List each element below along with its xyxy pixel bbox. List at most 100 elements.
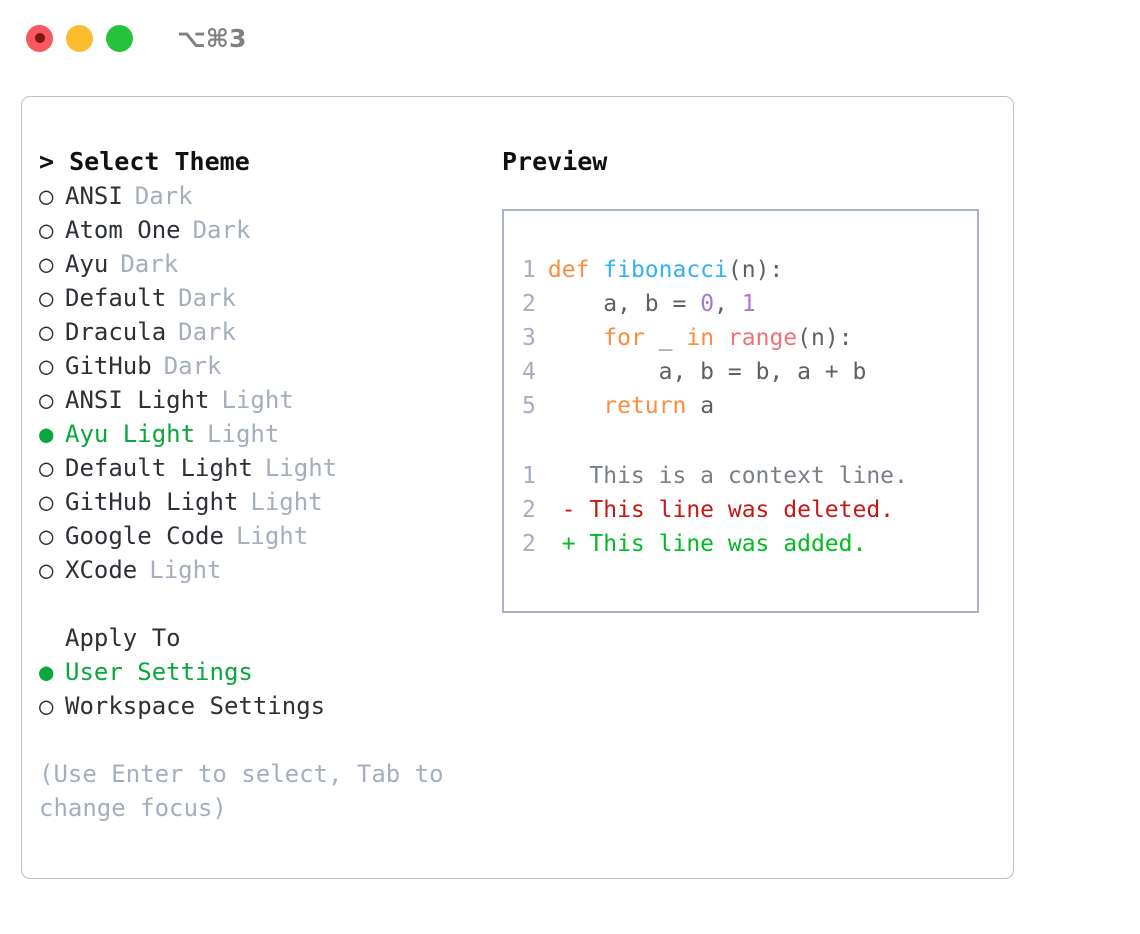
spacer xyxy=(534,393,548,419)
diff-sample: 1 This is a context line. 2 - This line w… xyxy=(504,459,977,561)
theme-option-ansi[interactable]: ○ ANSI Dark xyxy=(39,179,484,213)
preview-heading: Preview xyxy=(502,147,608,176)
theme-option-variant: Light xyxy=(149,556,222,584)
code-token-var: a xyxy=(686,393,715,419)
theme-option-default[interactable]: ○ Default Dark xyxy=(39,281,484,315)
code-line: 4 a, b = b, a + b xyxy=(504,355,977,389)
code-token-var: a, b = xyxy=(547,291,701,317)
apply-to-heading: Apply To xyxy=(65,624,181,652)
diff-line-add: 2 + This line was added. xyxy=(504,527,977,561)
diff-line-number: 2 xyxy=(522,497,536,523)
code-token-punct: (n): xyxy=(797,325,853,351)
apply-to-option-user-settings[interactable]: ● User Settings xyxy=(39,655,484,689)
theme-option-variant: Light xyxy=(207,420,280,448)
minimize-button-icon[interactable] xyxy=(66,24,93,52)
theme-option-name: XCode xyxy=(65,556,138,584)
theme-option-variant: Light xyxy=(250,488,323,516)
code-token-fn: fibonacci xyxy=(603,257,728,283)
code-line: 5 return a xyxy=(504,389,977,423)
diff-line-number: 2 xyxy=(522,531,536,557)
theme-option-github[interactable]: ○ GitHub Dark xyxy=(39,349,484,383)
diff-line-number: 1 xyxy=(522,463,536,489)
radio-selected-icon: ● xyxy=(39,658,54,686)
maximize-button-icon[interactable] xyxy=(106,24,133,52)
close-button-icon[interactable] xyxy=(26,24,53,52)
spacer xyxy=(534,257,548,283)
code-line: 1 def fibonacci(n): xyxy=(504,253,977,287)
diff-line-context: 1 This is a context line. xyxy=(504,459,977,493)
code-token-var: _ xyxy=(644,325,687,351)
code-token-var xyxy=(548,325,603,351)
code-token-var xyxy=(714,325,728,351)
preview-spacer xyxy=(504,423,977,459)
radio-unselected-icon: ○ xyxy=(39,692,54,720)
title-bar: ⌥⌘3 xyxy=(0,0,1140,76)
code-line: 2 a, b = 0, 1 xyxy=(504,287,977,321)
theme-option-variant: Light xyxy=(221,386,294,414)
code-line-number: 2 xyxy=(522,291,536,317)
theme-option-name: GitHub xyxy=(65,352,152,380)
spacer xyxy=(534,325,548,351)
code-token-num: 0 xyxy=(700,291,715,317)
theme-option-variant: Dark xyxy=(134,182,193,210)
preview-column: Preview 1 def fibonacci(n):2 a, b = 0, 1… xyxy=(484,145,1013,878)
code-token-punct: (n): xyxy=(727,257,784,283)
select-theme-label: Select Theme xyxy=(69,147,250,176)
diff-line-content: This is a context line. xyxy=(534,463,908,489)
radio-unselected-icon: ○ xyxy=(39,318,54,346)
theme-option-variant: Dark xyxy=(120,250,179,278)
radio-unselected-icon: ○ xyxy=(39,216,54,244)
radio-unselected-icon: ○ xyxy=(39,386,54,414)
code-token-kw: return xyxy=(603,393,687,419)
diff-line-content: - This line was deleted. xyxy=(534,497,895,523)
theme-option-name: ANSI xyxy=(65,182,123,210)
radio-unselected-icon: ○ xyxy=(39,250,54,278)
theme-option-name: Ayu Light xyxy=(65,420,196,448)
apply-to-option-workspace-settings[interactable]: ○Workspace Settings xyxy=(39,689,484,723)
spacer xyxy=(534,359,548,385)
code-token-kw: in xyxy=(686,325,715,351)
theme-option-name: Ayu xyxy=(65,250,109,278)
radio-unselected-icon: ○ xyxy=(39,182,54,210)
code-line-number: 3 xyxy=(522,325,536,351)
theme-option-name: Default Light xyxy=(65,454,253,482)
diff-line-content: + This line was added. xyxy=(534,531,867,557)
code-token-builtin: range xyxy=(727,325,798,351)
code-line-number: 5 xyxy=(522,393,536,419)
theme-option-variant: Dark xyxy=(178,284,236,312)
code-token-kw: def xyxy=(547,257,604,283)
apply-to-option-label: User Settings xyxy=(65,658,253,686)
code-line: 3 for _ in range(n): xyxy=(504,321,977,355)
theme-option-name: Default xyxy=(65,284,167,312)
keyboard-shortcut-label: ⌥⌘3 xyxy=(177,23,247,53)
caret-icon: > xyxy=(39,147,55,176)
code-token-var: a, b = b, a + b xyxy=(547,359,867,385)
traffic-lights xyxy=(26,24,133,52)
radio-unselected-icon: ○ xyxy=(39,352,54,380)
radio-unselected-icon: ○ xyxy=(39,284,54,312)
theme-option-ayu-light[interactable]: ● Ayu Light Light xyxy=(39,417,484,451)
radio-unselected-icon: ○ xyxy=(39,454,54,482)
code-line-number: 1 xyxy=(522,257,536,283)
code-token-kw: for xyxy=(603,325,645,351)
theme-option-ayu[interactable]: ○ Ayu Dark xyxy=(39,247,484,281)
theme-option-variant: Dark xyxy=(178,318,236,346)
radio-unselected-icon: ○ xyxy=(39,488,54,516)
theme-option-name: Google Code xyxy=(65,522,224,550)
theme-option-variant: Dark xyxy=(163,352,222,380)
radio-unselected-icon: ○ xyxy=(39,522,54,550)
radio-selected-icon: ● xyxy=(39,420,54,448)
theme-option-variant: Dark xyxy=(192,216,251,244)
code-token-num2: 1 xyxy=(741,291,756,317)
